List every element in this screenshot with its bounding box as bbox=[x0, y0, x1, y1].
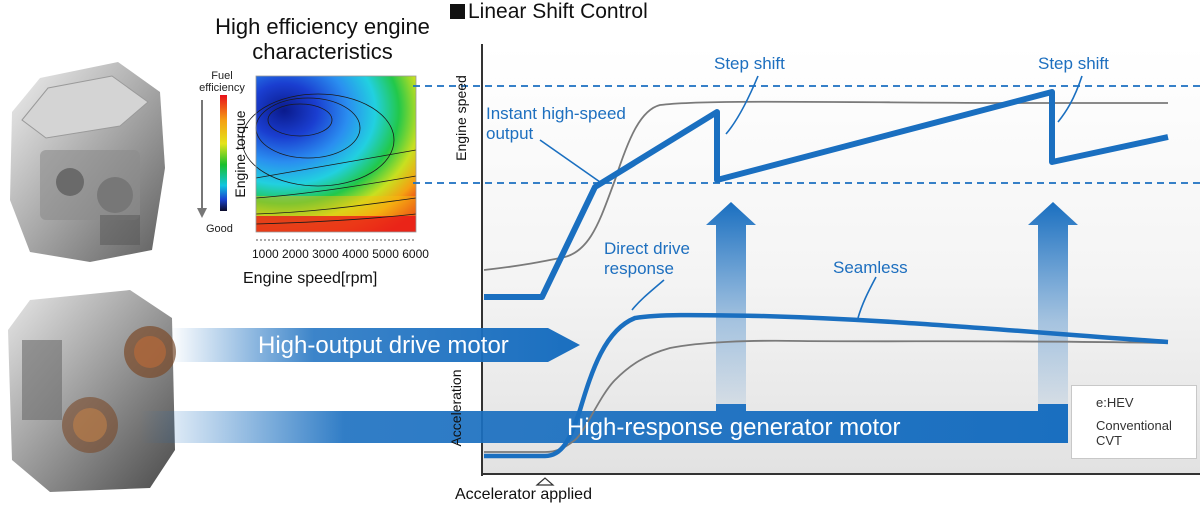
x-tick: 4000 bbox=[342, 247, 369, 261]
fuel-arrow-head bbox=[197, 208, 207, 218]
drive-motor-banner bbox=[170, 328, 580, 362]
x-tick: 2000 bbox=[282, 247, 309, 261]
direct-drive-leader bbox=[631, 279, 665, 311]
motor-illustration bbox=[8, 290, 176, 492]
engine-speed-rpm-label: Engine speed[rpm] bbox=[243, 270, 378, 287]
drive-motor-banner-label: High-output drive motor bbox=[258, 332, 509, 359]
step-shift-2-leader bbox=[1057, 75, 1083, 123]
instant-output-leader bbox=[539, 139, 601, 183]
x-tick: 1000 bbox=[252, 247, 279, 261]
step-shift-label-1: Step shift bbox=[714, 54, 785, 73]
square-bullet-icon bbox=[450, 4, 465, 19]
step-shift-label-2: Step shift bbox=[1038, 54, 1109, 73]
seamless-leader bbox=[857, 276, 877, 319]
linear-shift-title: Linear Shift Control bbox=[450, 0, 648, 24]
generator-motor-banner-label: High-response generator motor bbox=[567, 414, 901, 441]
ehev-acceleration-line bbox=[484, 312, 1169, 459]
legend: e:HEV Conventional CVT bbox=[1071, 385, 1197, 459]
x-tick: 3000 bbox=[312, 247, 339, 261]
legend-cvt-label: Conventional CVT bbox=[1096, 418, 1172, 448]
acceleration-axis-label: Acceleration bbox=[448, 369, 464, 447]
x-tick: 6000 bbox=[402, 247, 429, 261]
x-tick: 5000 bbox=[372, 247, 399, 261]
accelerator-applied-label: Accelerator applied bbox=[455, 486, 592, 503]
transfer-arrow-2 bbox=[1028, 202, 1078, 420]
engine-illustration bbox=[10, 62, 165, 262]
engine-map-title: High efficiency engine characteristics bbox=[215, 14, 430, 64]
engine-torque-axis-label: Engine torque bbox=[232, 110, 248, 198]
fuel-efficiency-label: Fuel efficiency bbox=[199, 70, 245, 94]
direct-drive-label: Direct drive response bbox=[604, 239, 690, 278]
efficiency-map bbox=[241, 75, 417, 241]
step-shift-1-leader bbox=[725, 75, 759, 135]
generator-motor-banner bbox=[140, 404, 1068, 443]
engine-map-x-ticks: 1000 2000 3000 4000 5000 6000 bbox=[252, 247, 429, 261]
legend-ehev-label: e:HEV bbox=[1096, 395, 1134, 410]
seamless-label: Seamless bbox=[833, 258, 908, 277]
transfer-arrow-1 bbox=[706, 202, 756, 420]
accelerator-marker bbox=[535, 477, 555, 486]
engine-speed-axis-label: Engine speed bbox=[453, 75, 469, 161]
good-label: Good bbox=[206, 223, 233, 235]
ehev-engine-speed-line bbox=[484, 89, 1169, 300]
instant-output-label: Instant high-speed output bbox=[486, 104, 626, 143]
fuel-scale-bar bbox=[220, 95, 227, 211]
cvt-acceleration-line bbox=[484, 339, 1169, 453]
